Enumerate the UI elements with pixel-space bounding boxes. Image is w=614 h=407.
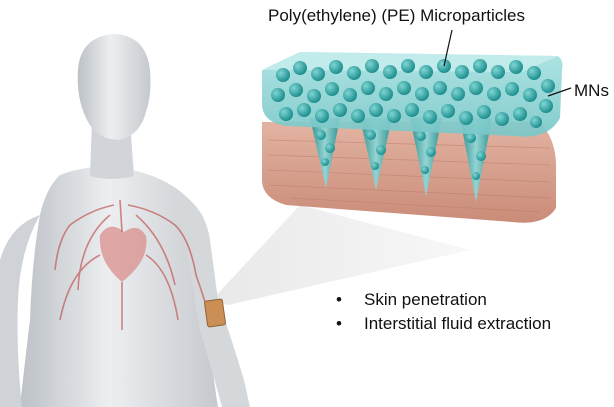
bullet-skin-penetration: Skin penetration <box>336 288 551 312</box>
particles-label: Poly(ethylene) (PE) Microparticles <box>268 6 525 26</box>
bullet-fluid-extraction: Interstitial fluid extraction <box>336 312 551 336</box>
arm-patch <box>204 299 225 327</box>
feature-list: Skin penetration Interstitial fluid extr… <box>336 288 551 336</box>
mn-patch <box>262 52 563 137</box>
human-body <box>0 34 250 407</box>
mns-label: MNs <box>574 81 609 101</box>
